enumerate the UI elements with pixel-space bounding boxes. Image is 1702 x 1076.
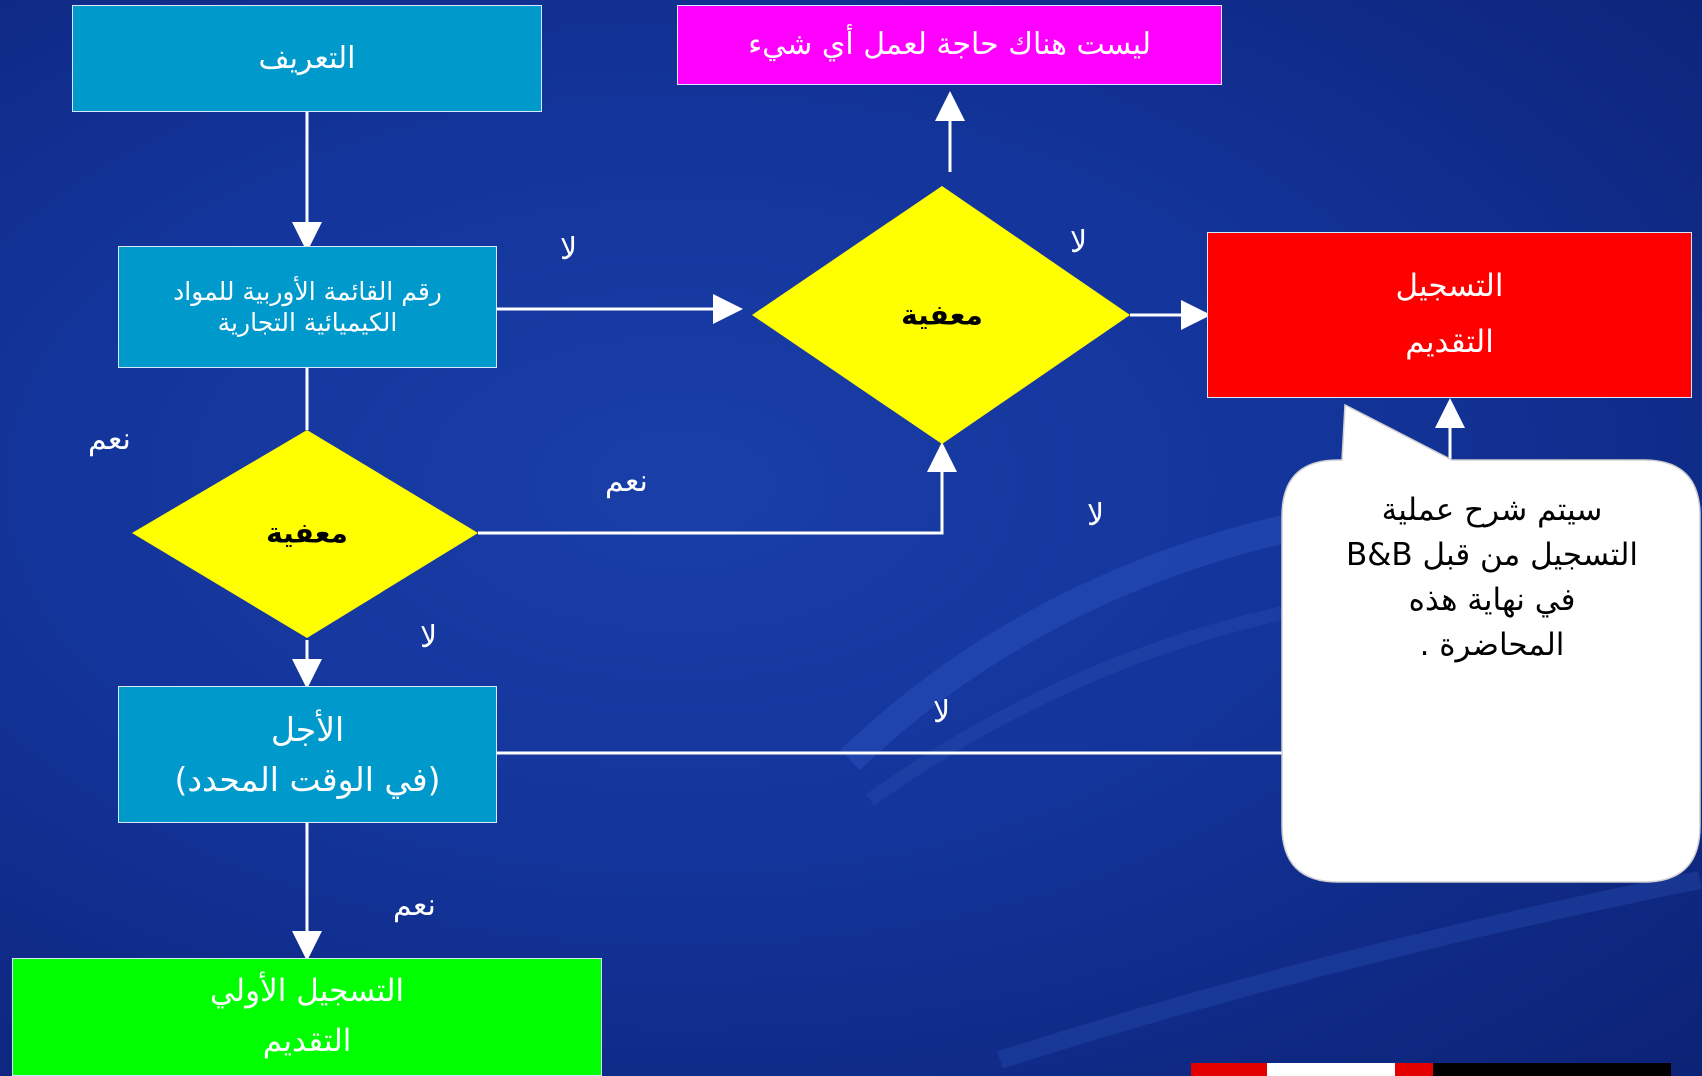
definition-label: التعريف: [258, 40, 356, 76]
label-no-einecs: لا: [560, 232, 578, 267]
callout-line2: التسجيل من قبل B&B: [1345, 536, 1639, 573]
callout-line4: المحاضرة .: [1419, 626, 1565, 663]
exempt-mid-diamond: [132, 430, 478, 638]
registration-box: التسجيل التقديم: [1207, 232, 1692, 398]
exempt-top-label: معفية: [901, 298, 983, 332]
callout-line1: سيتم شرح عملية: [1381, 492, 1603, 528]
einecs-label-line2: الكيميائية التجارية: [217, 308, 398, 337]
exempt-mid-label: معفية: [266, 516, 348, 550]
label-no-exempt-registration: لا: [1070, 225, 1088, 260]
nothing-required-label: ليست هناك حاجة لعمل أي شيء: [748, 27, 1151, 63]
einecs-box: رقم القائمة الأوربية للمواد الكيميائية ا…: [118, 246, 497, 368]
callout-line3: في نهاية هذه: [1408, 581, 1576, 618]
einecs-label-line1: رقم القائمة الأوربية للمواد: [173, 276, 442, 306]
label-no-mid-exempt-down: لا: [420, 620, 438, 655]
logo-fragment: [1191, 1063, 1671, 1076]
logo-red-left: [1191, 1063, 1267, 1076]
callout-text: سيتم شرح عملية التسجيل من قبل B&B في نها…: [1288, 488, 1696, 668]
label-no-deadline: لا: [933, 695, 951, 730]
logo-red-mid: [1395, 1063, 1433, 1076]
pre-registration-box: التسجيل الأولي التقديم: [12, 958, 602, 1076]
pre-registration-label-line1: التسجيل الأولي: [209, 973, 405, 1010]
deadline-label-line1: الأجل: [270, 710, 345, 749]
pre-registration-label-line2: التقديم: [262, 1023, 352, 1059]
nothing-required-box: ليست هناك حاجة لعمل أي شيء: [677, 5, 1222, 85]
label-yes-deadline: نعم: [393, 888, 436, 923]
label-yes-einecs: نعم: [88, 422, 131, 457]
label-no-right-middle: لا: [1087, 498, 1105, 533]
arrow-mid-exempt-to-top-exempt: [478, 442, 957, 535]
definition-box: التعريف: [72, 5, 542, 112]
registration-label-line1: التسجيل: [1395, 268, 1504, 305]
deadline-box: الأجل (في الوقت المحدد): [118, 686, 497, 823]
deadline-label-line2: (في الوقت المحدد): [174, 759, 441, 799]
registration-label-line2: التقديم: [1405, 324, 1494, 360]
label-yes-mid-exempt: نعم: [605, 464, 648, 499]
logo-white: [1267, 1063, 1395, 1076]
exempt-top-diamond: [752, 186, 1130, 444]
